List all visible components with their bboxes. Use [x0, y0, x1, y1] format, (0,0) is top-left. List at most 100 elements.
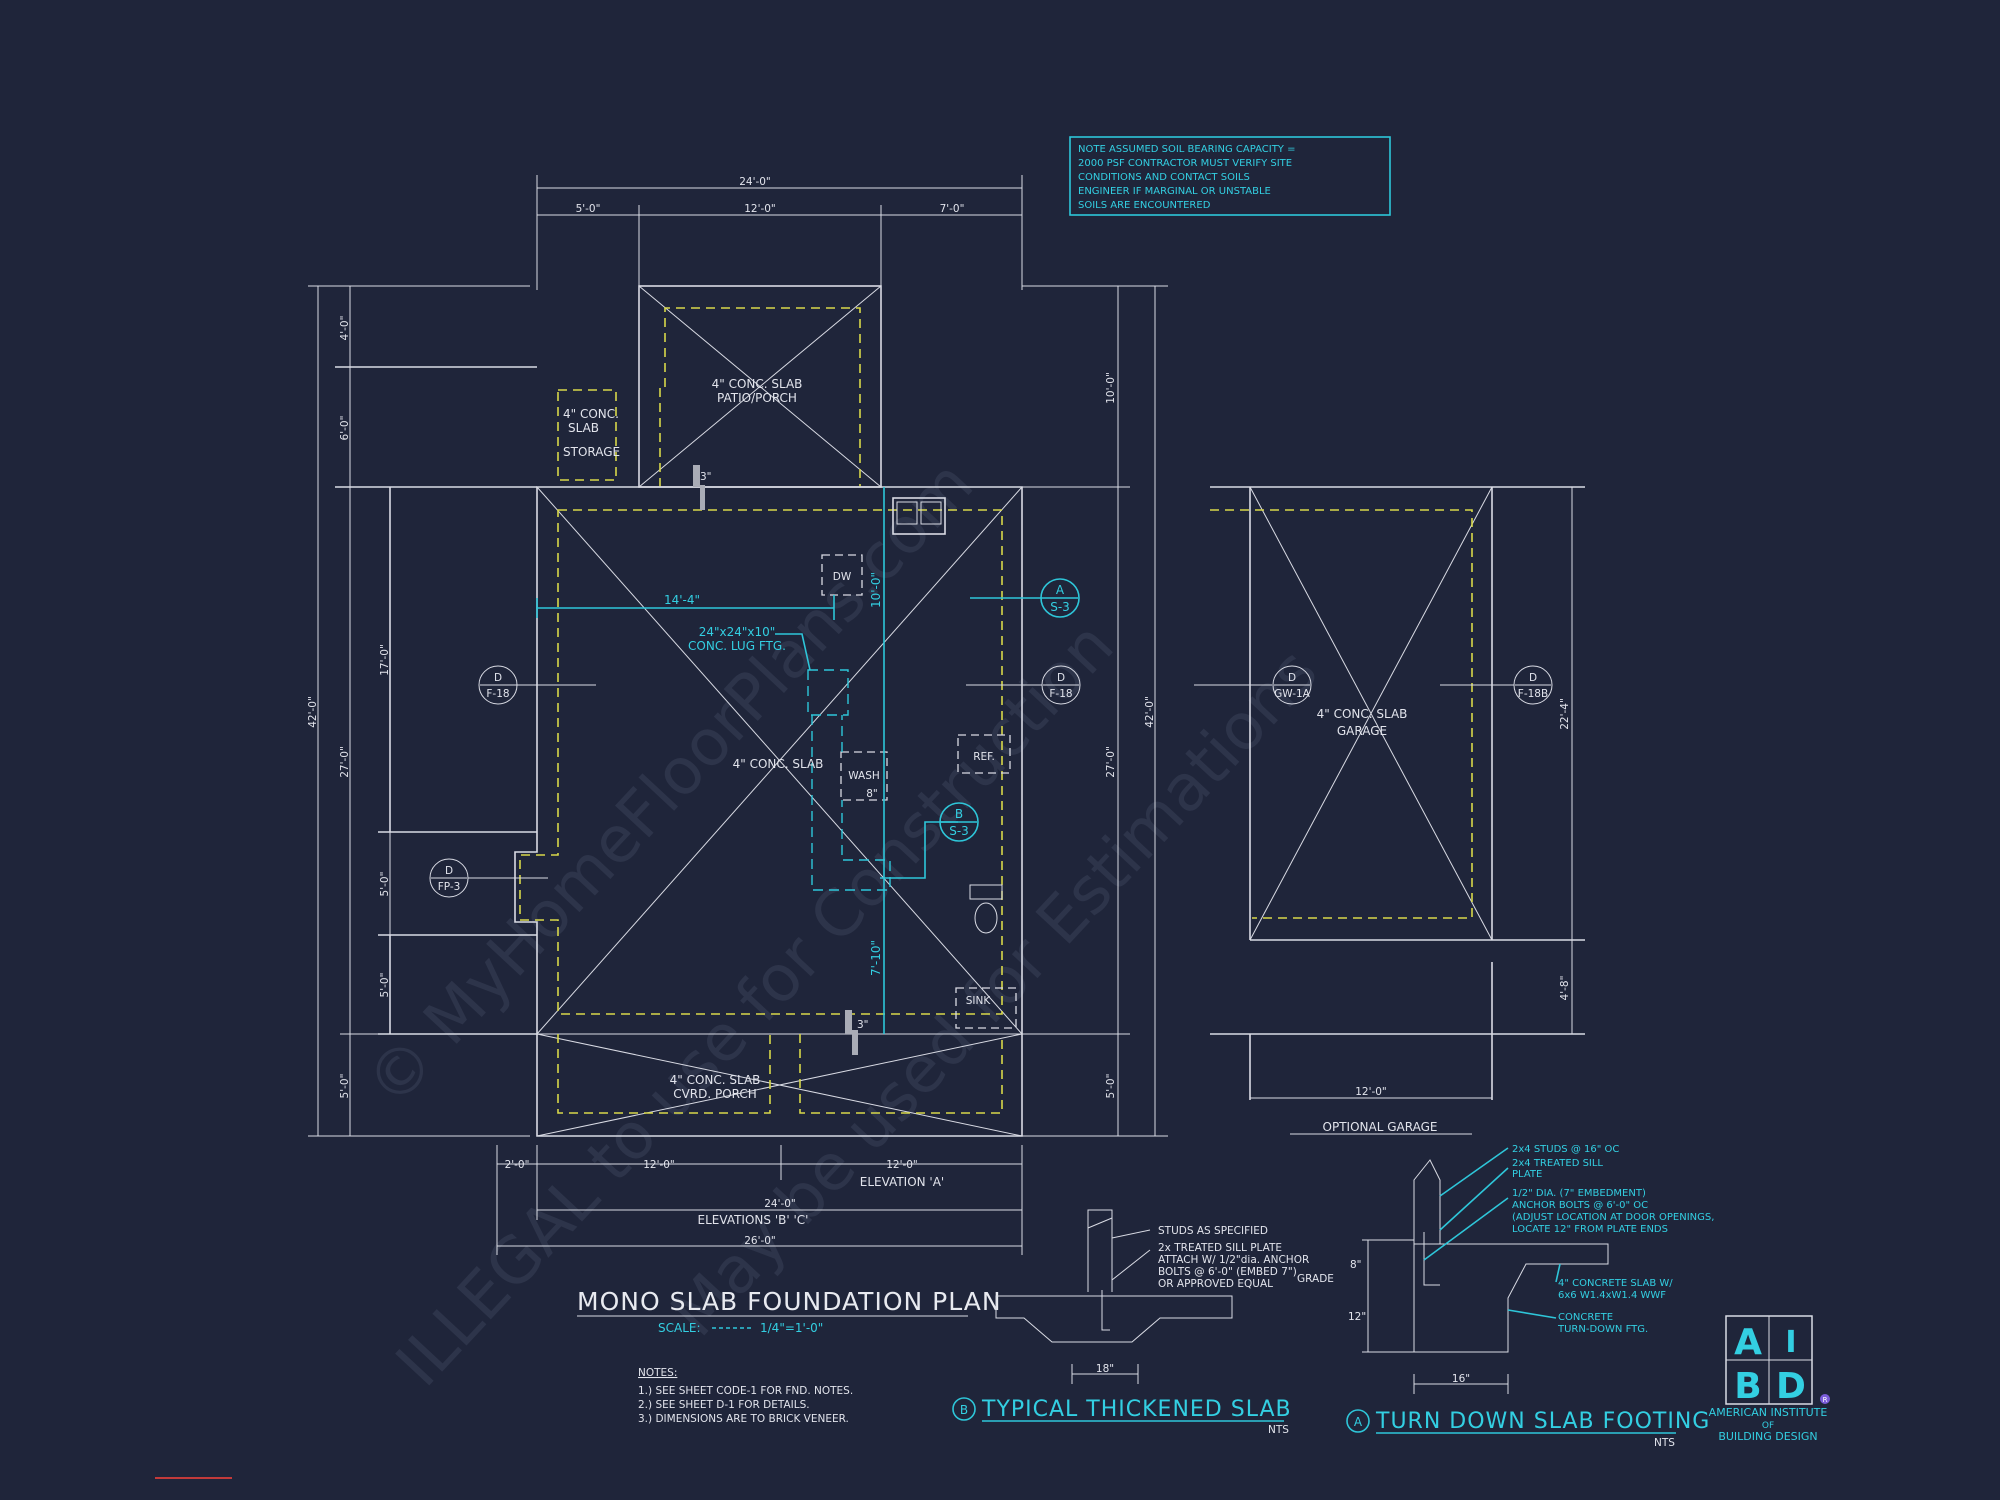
callout-a-s3[interactable]: A S-3: [1040, 578, 1080, 618]
detail-a-studs: 2x4 STUDS @ 16" OC: [1512, 1144, 1619, 1155]
logo-line-3: BUILDING DESIGN: [1718, 1430, 1817, 1443]
dim-top-a: 5'-0": [576, 203, 601, 215]
detail-b-letter: B: [960, 1403, 968, 1417]
lug-label-1: 24"x24"x10": [699, 625, 776, 639]
logo-line-2: OF: [1762, 1421, 1774, 1431]
note-item-1: 1.) SEE SHEET CODE-1 FOR FND. NOTES.: [638, 1385, 853, 1397]
callout-letter: D: [1529, 672, 1537, 684]
garage-slab-label-2: GARAGE: [1337, 724, 1387, 738]
dim-left-b: 6'-0": [339, 416, 351, 441]
dim-right-a: 10'-0": [1105, 372, 1117, 404]
callout-sheet: S-3: [949, 824, 969, 838]
detail-a-slab-1: 4" CONCRETE SLAB W/: [1558, 1278, 1673, 1289]
dim-bottom-c: 12'-0": [886, 1159, 918, 1171]
callout-letter: D: [494, 672, 502, 684]
dim-bottom-total: 24'-0": [764, 1198, 796, 1210]
detail-b-plate-4: OR APPROVED EQUAL: [1158, 1278, 1273, 1290]
dim-top-c: 7'-0": [940, 203, 965, 215]
notes-heading: NOTES:: [638, 1367, 677, 1379]
plan-title: MONO SLAB FOUNDATION PLAN: [577, 1287, 1002, 1316]
logo-letter-d: D: [1776, 1366, 1806, 1407]
logo-letter-b: B: [1734, 1366, 1761, 1407]
dim-left-c: 27'-0": [339, 746, 351, 778]
dim-bottom-b: 12'-0": [643, 1159, 675, 1171]
callout-sheet: GW-1A: [1274, 688, 1311, 700]
patio-label-1: 4" CONC. SLAB: [712, 377, 803, 391]
detail-a-16: 16": [1452, 1373, 1470, 1385]
wash-label: WASH: [848, 770, 880, 782]
callout-letter: D: [1288, 672, 1296, 684]
cvrd-porch-label-1: 4" CONC. SLAB: [670, 1073, 761, 1087]
detail-a-nts: NTS: [1654, 1437, 1675, 1449]
note-item-3: 3.) DIMENSIONS ARE TO BRICK VENEER.: [638, 1413, 849, 1425]
optional-garage: 12'-0" 22'-4" 4'-8" 4" CONC. SLAB GARAGE…: [1194, 486, 1585, 1135]
ref-label: REF.: [973, 751, 995, 763]
dim-left-total: 42'-0": [307, 696, 319, 728]
section-callouts: D F-18 D F-18 D FP-3 A S-3 B S-3: [429, 578, 1081, 898]
callout-letter: D: [445, 865, 453, 877]
note-item-2: 2.) SEE SHEET D-1 FOR DETAILS.: [638, 1399, 810, 1411]
dw-label: DW: [833, 571, 852, 583]
detail-a-grade: GRADE: [1297, 1273, 1334, 1285]
callout-d-f18-left[interactable]: D F-18: [478, 665, 596, 705]
room-labels: 4" CONC. SLAB PATIO/PORCH 4" CONC. SLAB …: [563, 377, 823, 1101]
callout-sheet: F-18: [1049, 688, 1072, 700]
bottom-dimensions: 2'-0" 12'-0" 12'-0" ELEVATION 'A' 24'-0"…: [496, 1145, 1023, 1255]
left-dimensions: 4'-0" 6'-0" 42'-0" 27'-0" 5'-0" 17'-0" 5…: [307, 285, 530, 1137]
detail-a-bolts-2: ANCHOR BOLTS @ 6'-0" OC: [1512, 1200, 1648, 1211]
detail-a-8: 8": [1350, 1259, 1362, 1271]
scale-value: 1/4"=1'-0": [760, 1321, 823, 1335]
dim-inner-c: 5'-0": [379, 973, 391, 998]
garage-width-dim: 12'-0": [1355, 1086, 1387, 1098]
detail-b-nts: NTS: [1268, 1424, 1289, 1436]
callout-letter: D: [1057, 672, 1065, 684]
callout-d-gw1a[interactable]: D GW-1A: [1194, 665, 1312, 705]
callout-sheet: S-3: [1050, 600, 1070, 614]
garage-slab-label-1: 4" CONC. SLAB: [1317, 707, 1408, 721]
dim-interior-7: 7'-10": [869, 940, 883, 976]
logo-letter-a: A: [1734, 1322, 1762, 1363]
note-line-1: NOTE ASSUMED SOIL BEARING CAPACITY =: [1078, 144, 1295, 155]
callout-d-f18b[interactable]: D F-18B: [1440, 665, 1553, 705]
lug-label-2: CONC. LUG FTG.: [688, 639, 786, 653]
detail-a-bolts-3: (ADJUST LOCATION AT DOOR OPENINGS,: [1512, 1212, 1714, 1223]
detail-a-slab-2: 6x6 W1.4xW1.4 WWF: [1558, 1290, 1666, 1301]
callout-sheet: FP-3: [438, 881, 461, 893]
callout-b-s3[interactable]: B S-3: [939, 802, 979, 842]
detail-b-width: 18": [1096, 1363, 1114, 1375]
step-3-bottom: 3": [857, 1019, 869, 1031]
detail-a-plate-2: PLATE: [1512, 1169, 1542, 1180]
detail-a-plate-1: 2x4 TREATED SILL: [1512, 1158, 1603, 1169]
dim-interior-10: 10'-0": [869, 572, 883, 608]
storage-label-2: SLAB: [568, 421, 599, 435]
top-dimensions: 24'-0" 5'-0" 12'-0" 7'-0": [536, 175, 1023, 290]
detail-a-bolts-4: LOCATE 12" FROM PLATE ENDS: [1512, 1224, 1668, 1235]
callout-sheet: F-18B: [1518, 688, 1548, 700]
sink-label: SINK: [966, 995, 992, 1007]
note-line-5: SOILS ARE ENCOUNTERED: [1078, 200, 1211, 211]
detail-b-title: TYPICAL THICKENED SLAB: [981, 1397, 1292, 1422]
elevations-bc-label: ELEVATIONS 'B' 'C': [698, 1213, 809, 1227]
dim-bottom-a: 2'-0": [505, 1159, 530, 1171]
garage-side-dim: 22'-4": [1559, 698, 1571, 730]
detail-b-plate-3: BOLTS @ 6'-0" (EMBED 7"): [1158, 1266, 1297, 1278]
callout-letter: B: [955, 807, 963, 821]
plan-title-block: MONO SLAB FOUNDATION PLAN SCALE: 1/4"=1'…: [577, 1287, 1002, 1425]
dim-interior-14: 14'-4": [664, 593, 700, 607]
main-slab-label: 4" CONC. SLAB: [733, 757, 824, 771]
foundation-outline: 3" 3": [335, 285, 1023, 1137]
detail-a-turndown-footing: 8" 12" GRADE 16" 2x4 STUDS @ 16" OC 2x4 …: [1297, 1144, 1714, 1449]
right-dimensions: 10'-0" 42'-0" 27'-0" 5'-0": [1022, 285, 1168, 1137]
detail-a-bolts-1: 1/2" DIA. (7" EMBEDMENT): [1512, 1188, 1646, 1199]
callout-d-fp3[interactable]: D FP-3: [429, 858, 548, 898]
logo-letter-i: I: [1785, 1325, 1796, 1360]
callout-d-f18-right[interactable]: D F-18: [966, 665, 1081, 705]
note-line-2: 2000 PSF CONTRACTOR MUST VERIFY SITE: [1078, 158, 1292, 169]
detail-b-studs: STUDS AS SPECIFIED: [1158, 1225, 1268, 1237]
aibd-logo: A I B D R AMERICAN INSTITUTE OF BUILDING…: [1709, 1315, 1830, 1443]
note-line-4: ENGINEER IF MARGINAL OR UNSTABLE: [1078, 186, 1271, 197]
dim-right-b: 27'-0": [1105, 746, 1117, 778]
logo-registered: R: [1823, 1396, 1828, 1404]
wash-dim: 8": [866, 788, 878, 800]
